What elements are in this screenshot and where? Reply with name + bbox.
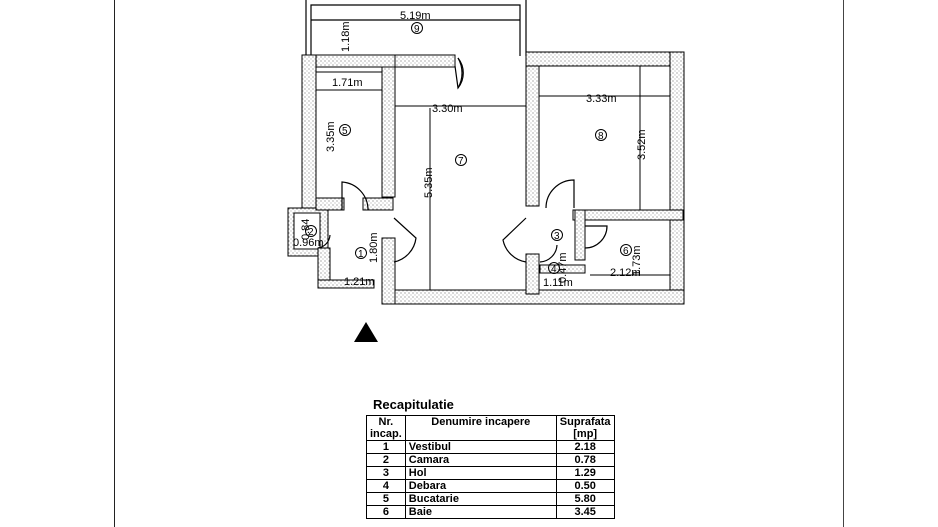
col-header-name: Denumire incapere [404,415,557,441]
row-nr: 5 [366,492,406,506]
row-name: Baie [404,505,557,519]
row-nr: 6 [366,505,406,519]
door-swings [317,57,608,263]
dim-closet-depth: 0.47m [557,252,569,283]
svg-text:8: 8 [598,131,604,142]
dim-kitchen-width: 1.71m [332,77,363,89]
svg-text:3: 3 [554,231,560,242]
sheet-right-edge [843,0,844,527]
room-number-8: 8 [595,129,607,142]
room-number-2: 2 [305,225,317,238]
svg-text:4: 4 [551,264,557,275]
room-number-4: 4 [548,262,560,275]
dim-living-length: 5.35m [423,167,435,198]
svg-text:7: 7 [458,156,464,167]
row-name: Camara [404,453,557,467]
entrance-arrow [354,322,378,342]
dim-pantry-width: 0.96m [293,237,324,249]
room-number-5: 5 [339,124,351,137]
recap-header-row: Nr. incap. Denumire incapere Suprafata [… [366,415,615,441]
svg-text:9: 9 [414,24,420,35]
dim-closet-width: 1.11m [543,277,573,289]
row-area: 0.78 [555,453,615,467]
row-nr: 4 [366,479,406,493]
dim-balcony-depth: 1.18m [340,21,352,52]
row-area: 0.50 [555,479,615,493]
dim-vestibule-width: 1.21m [344,276,375,288]
row-name: Vestibul [404,440,557,454]
table-row: 3 Hol 1.29 [366,466,615,480]
table-row: 4 Debara 0.50 [366,479,615,493]
row-area: 3.45 [555,505,615,519]
dim-bedroom-width: 3.33m [586,93,617,105]
interior-lines [316,66,670,290]
svg-text:2: 2 [308,227,314,238]
dim-balcony-width: 5.19m [400,10,431,22]
dim-vestibule-length: 1.80m [368,232,380,263]
row-nr: 1 [366,440,406,454]
dim-kitchen-length: 3.35m [325,121,337,152]
row-name: Hol [404,466,557,480]
room-number-7: 7 [455,154,467,167]
table-row: 6 Baie 3.45 [366,505,615,519]
row-area: 2.18 [555,440,615,454]
row-nr: 2 [366,453,406,467]
sheet-left-edge [114,0,115,527]
table-row: 1 Vestibul 2.18 [366,440,615,454]
svg-text:6: 6 [623,246,629,257]
svg-text:1: 1 [358,249,364,260]
row-area: 5.80 [555,492,615,506]
room-number-1: 1 [355,247,367,260]
room-number-6: 6 [620,244,632,257]
exterior-walls [287,51,685,305]
row-name: Debara [404,479,557,493]
table-row: 2 Camara 0.78 [366,453,615,467]
balcony-outline [305,0,527,56]
row-name: Bucatarie [404,492,557,506]
row-area: 1.29 [555,466,615,480]
dim-living-width: 3.30m [432,103,463,115]
col-header-nr: Nr. incap. [366,415,406,441]
room-number-3: 3 [551,229,563,242]
dim-bath-length: 1.73m [631,245,643,276]
recap-title: Recapitulatie [373,397,454,412]
row-nr: 3 [366,466,406,480]
dim-bath-width: 2.12m [610,267,641,279]
room-number-9: 9 [411,22,423,35]
svg-text:5: 5 [342,126,348,137]
col-header-area: Suprafata [mp] [555,415,615,441]
table-row: 5 Bucatarie 5.80 [366,492,615,506]
dim-bedroom-length: 3.52m [636,129,648,160]
recap-table: Nr. incap. Denumire incapere Suprafata [… [366,415,615,519]
